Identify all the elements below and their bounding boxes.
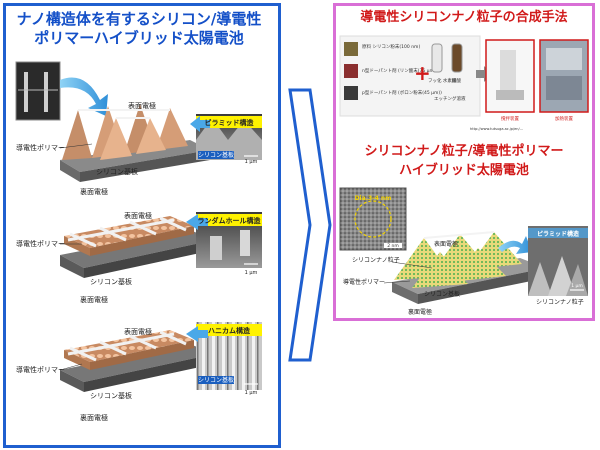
honeycomb-device — [60, 330, 214, 392]
nanoparticle-hybrid-group: Dia.3-4 nm 2 nm ピラミッド構造 1 μm 表面電極 シリコンナノ… — [339, 187, 588, 316]
honeycomb-structure-group: ハニカム構造 シリコン基板 1 μm 表面電極 導電性ポリマー シリコン基板 裏… — [16, 322, 262, 422]
inset-arrow-icon — [190, 116, 210, 132]
honeycomb-inset-substrate-label: シリコン基板 — [198, 376, 234, 384]
honeycomb-front-electrode-label: 表面電極 — [124, 327, 152, 336]
nitric-bottle-icon — [451, 43, 463, 73]
pyramid-scale-bar: 1 μm — [245, 159, 258, 165]
honeycomb-back-electrode-label: 裏面電極 — [80, 413, 108, 422]
pyramid-structure-group: ピラミッド構造 シリコン基板 1 μm 表面電極 導電性ポリマー シリコン基板 … — [15, 61, 262, 196]
left-title-line-1: ナノ構造体を有するシリコン/導電性 — [16, 10, 262, 28]
p-type-powder-photo — [344, 86, 358, 100]
nanoparticle-device — [392, 231, 546, 304]
heating-label: 加熱装置 — [555, 115, 573, 122]
honeycomb-polymer-label: 導電性ポリマー — [16, 365, 65, 374]
p-type-material-label: p型ドーパント剤 (ボロン粉末(45 μm)) — [362, 89, 442, 96]
random-hole-structure-group: ランダムホール構造 1 μm 表面電極 導電性ポリマー シリコン基板 裏面電極 — [16, 211, 262, 304]
hybrid-title-line-2: ハイブリッド太陽電池 — [399, 163, 529, 178]
nanoparticle-callout-label: シリコンナノ粒子 — [536, 298, 584, 306]
etching-label: エッチング溶液 — [434, 95, 466, 102]
source-url: http://www.tutsuga.ac.jp/en/... — [470, 127, 523, 131]
tem-scale-bg — [384, 243, 402, 248]
sem-structure-label: ピラミッド構造 — [537, 230, 579, 238]
inset-arrow-icon — [186, 326, 208, 342]
hybrid-polymer-label: 導電性ポリマー — [343, 278, 385, 286]
random-hole-sem-inset — [196, 212, 262, 268]
random-hole-back-electrode-label: 裏面電極 — [80, 295, 108, 304]
random-hole-polymer-label: 導電性ポリマー — [16, 239, 65, 248]
pyramid-inset-label: ピラミッド構造 — [205, 118, 255, 127]
random-hole-inset-label: ランダムホール構造 — [198, 216, 262, 225]
silicon-material-label: 原料 シリコン粉末(100 nm) — [362, 43, 420, 50]
hybrid-front-electrode-label: 表面電極 — [434, 240, 458, 248]
hybrid-back-electrode-label: 裏面電極 — [408, 308, 432, 316]
synthesis-process-group: 原料 シリコン粉末(100 nm) n型ドーパント剤 (リン酸末(75 μm))… — [339, 35, 589, 131]
solar-cell-photo — [15, 61, 61, 121]
honeycomb-substrate-label: シリコン基板 — [90, 391, 132, 400]
inset-arrow-icon — [186, 214, 208, 230]
hybrid-substrate-label: シリコン基板 — [424, 290, 460, 298]
honeycomb-scale-bar: 1 μm — [245, 390, 258, 396]
pyramid-device — [60, 104, 210, 182]
pyramid-front-electrode-label: 表面電極 — [128, 101, 156, 110]
random-hole-scale-bar: 1 μm — [245, 270, 258, 276]
pyramid-substrate-label: シリコン基板 — [96, 167, 138, 176]
random-hole-substrate-label: シリコン基板 — [90, 277, 132, 286]
random-hole-front-electrode-label: 表面電極 — [124, 211, 152, 220]
light-arrow-icon — [60, 77, 108, 116]
silicon-powder-photo — [344, 42, 358, 56]
nanoparticle-circle — [354, 200, 392, 238]
sem-scale-label: 1 μm — [571, 283, 583, 289]
tem-diameter-label: Dia.3-4 nm — [355, 195, 392, 202]
tem-image — [339, 187, 407, 251]
hf-bottle-icon — [431, 43, 443, 73]
tem-scale-label: 2 nm — [387, 243, 399, 249]
random-hole-device — [60, 216, 214, 278]
hybrid-title-line-1: シリコンナノ粒子/導電性ポリマー — [364, 144, 564, 159]
light-arrow-icon — [498, 236, 532, 254]
pyramid-inset-substrate-label: シリコン基板 — [198, 151, 234, 159]
honeycomb-inset-label: ハニカム構造 — [208, 326, 251, 335]
pyramid-sem-inset — [196, 114, 262, 160]
flow-chevron — [288, 88, 332, 362]
n-type-powder-photo — [344, 64, 358, 78]
honeycomb-sem-inset — [196, 322, 262, 390]
left-title-line-2: ポリマーハイブリッド太陽電池 — [34, 29, 244, 47]
pyramid-back-electrode-label: 裏面電極 — [80, 187, 108, 196]
plus-icon: + — [414, 61, 431, 85]
nitric-label: 硝酸 — [452, 77, 461, 84]
n-type-material-label: n型ドーパント剤 (リン酸末(75 μm)) — [362, 67, 438, 74]
hybrid-nanoparticle-label: シリコンナノ粒子 — [352, 256, 400, 264]
pyramid-polymer-label: 導電性ポリマー — [16, 143, 65, 152]
synthesis-title: 導電性シリコンナノ粒子の合成手法 — [360, 10, 568, 25]
hf-label: フッ化 水素酸 — [428, 77, 457, 84]
stirring-label: 撹拌装置 — [501, 115, 519, 122]
